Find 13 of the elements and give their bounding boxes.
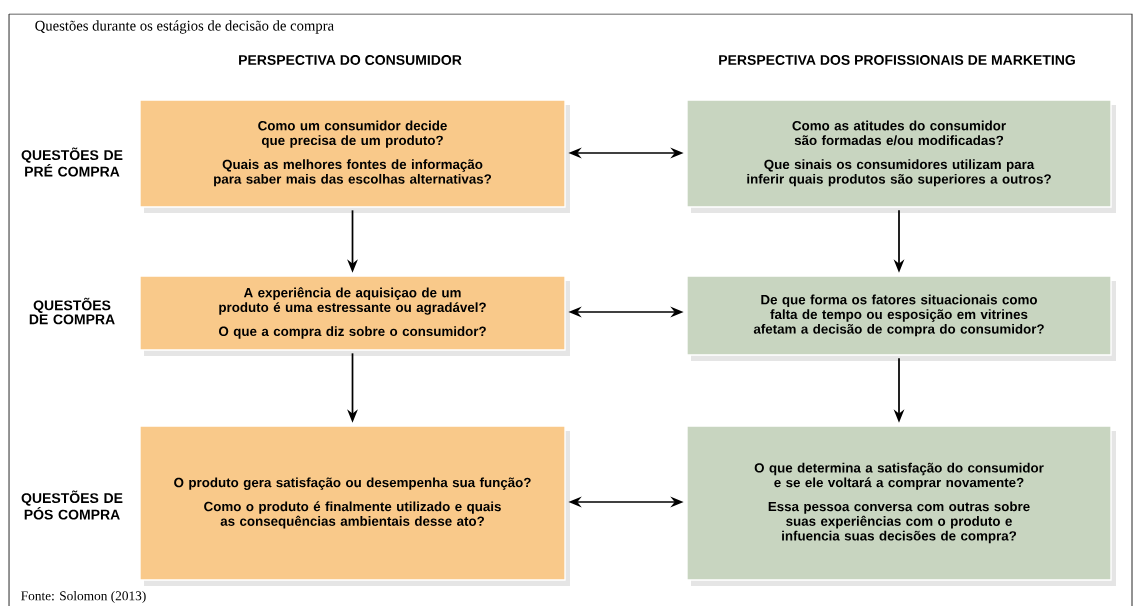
row-heading: QUESTÕES DE PÓS COMPRA [21,490,123,520]
question-box: Como um consumidor decide que precisa de um produto? Quais as melhores fontes de informação para saber mais das escolhas alternativas? [139,99,566,208]
column-heading: PERSPECTIVA DOS PROFISSIONAIS DE MARKETING [719,55,1075,65]
question-box: A experiência de aquisiçao de um produto é uma estressante ou agradável? O que a compra diz sobre o consumidor? [139,275,566,351]
caption: Fonte: Solomon (2013) [21,590,146,604]
row-heading: QUESTÕES DE COMPRA [29,297,115,325]
question-box: Como as atitudes do consumidor são formadas e/ou modificadas? Que sinais os consumidores utilizam para inferir quais produtos são superiores a outros? [686,99,1112,208]
title: Questões durante os estágios de decisão de compra [35,20,334,34]
column-heading: PERSPECTIVA DO CONSUMIDOR [239,55,462,65]
row-heading: QUESTÕES DE PRÉ COMPRA [21,147,123,177]
question-box: O produto gera satisfação ou desempenha sua função? Como o produto é finalmente utilizado e quais as consequências ambientais desse ato? [139,425,566,581]
question-box: O que determina a satisfação do consumidor e se ele voltará a comprar novamente? Essa pessoa conversa com outras sobre suas experiências com o produto e infuencia suas decisões de compra? [686,425,1112,581]
question-box: De que forma os fatores situacionais como falta de tempo ou esposição em vitrines afetam a decisão de compra do consumidor? [686,275,1112,356]
